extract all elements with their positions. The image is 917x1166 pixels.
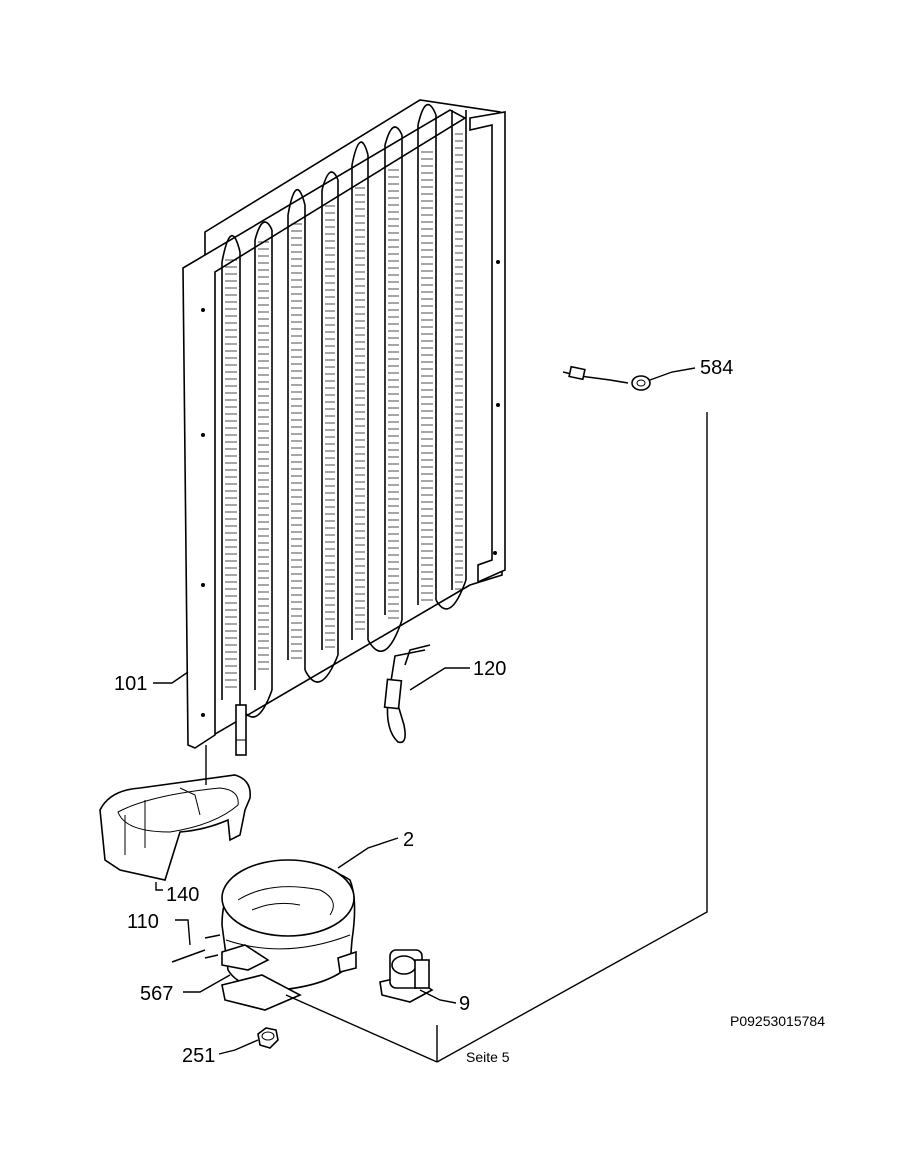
label-584: 584 <box>700 357 733 379</box>
page-reference: Seite 5 <box>466 1049 510 1065</box>
label-120: 120 <box>473 658 506 680</box>
compressor <box>204 859 357 1011</box>
condenser <box>182 99 506 756</box>
drawing-number: P09253015784 <box>730 1013 825 1029</box>
label-567: 567 <box>140 983 173 1005</box>
nut <box>257 1027 279 1049</box>
label-9: 9 <box>459 993 470 1015</box>
start-relay <box>379 949 434 1003</box>
filter-drier <box>383 644 431 744</box>
leader-lines <box>153 367 708 1063</box>
label-110: 110 <box>127 911 159 933</box>
label-140: 140 <box>166 884 199 906</box>
drip-tray <box>99 774 252 881</box>
label-2: 2 <box>403 829 414 851</box>
label-101: 101 <box>114 673 147 695</box>
power-cord <box>562 365 651 391</box>
label-251: 251 <box>182 1045 215 1067</box>
